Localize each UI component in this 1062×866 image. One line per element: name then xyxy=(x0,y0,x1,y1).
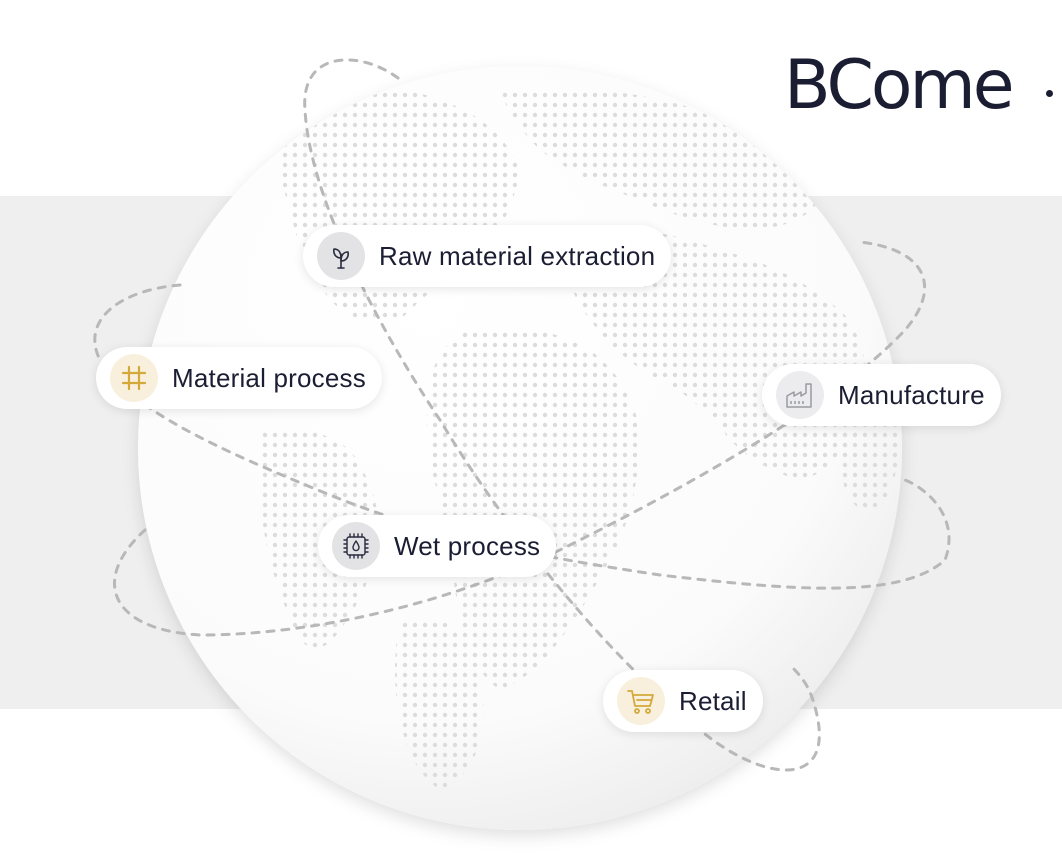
stage-label: Material process xyxy=(172,362,366,393)
shopping-cart-icon xyxy=(617,677,665,725)
brand-logo[interactable]: BCome xyxy=(784,46,1015,125)
brand-dot-icon xyxy=(1046,90,1053,97)
stage-raw-material-extraction[interactable]: Raw material extraction xyxy=(303,225,672,287)
stage-wet-process[interactable]: Wet process xyxy=(318,515,557,577)
grid-icon xyxy=(110,354,158,402)
stage-label: Raw material extraction xyxy=(379,240,656,271)
factory-icon xyxy=(776,371,824,419)
stage-manufacture[interactable]: Manufacture xyxy=(762,364,1001,426)
stage-label: Retail xyxy=(679,685,747,716)
stage-retail[interactable]: Retail xyxy=(603,670,763,732)
water-drop-icon xyxy=(332,522,380,570)
stage-label: Wet process xyxy=(394,530,541,561)
stage-material-process[interactable]: Material process xyxy=(96,347,382,409)
stage-label: Manufacture xyxy=(838,379,985,410)
plant-icon xyxy=(317,232,365,280)
